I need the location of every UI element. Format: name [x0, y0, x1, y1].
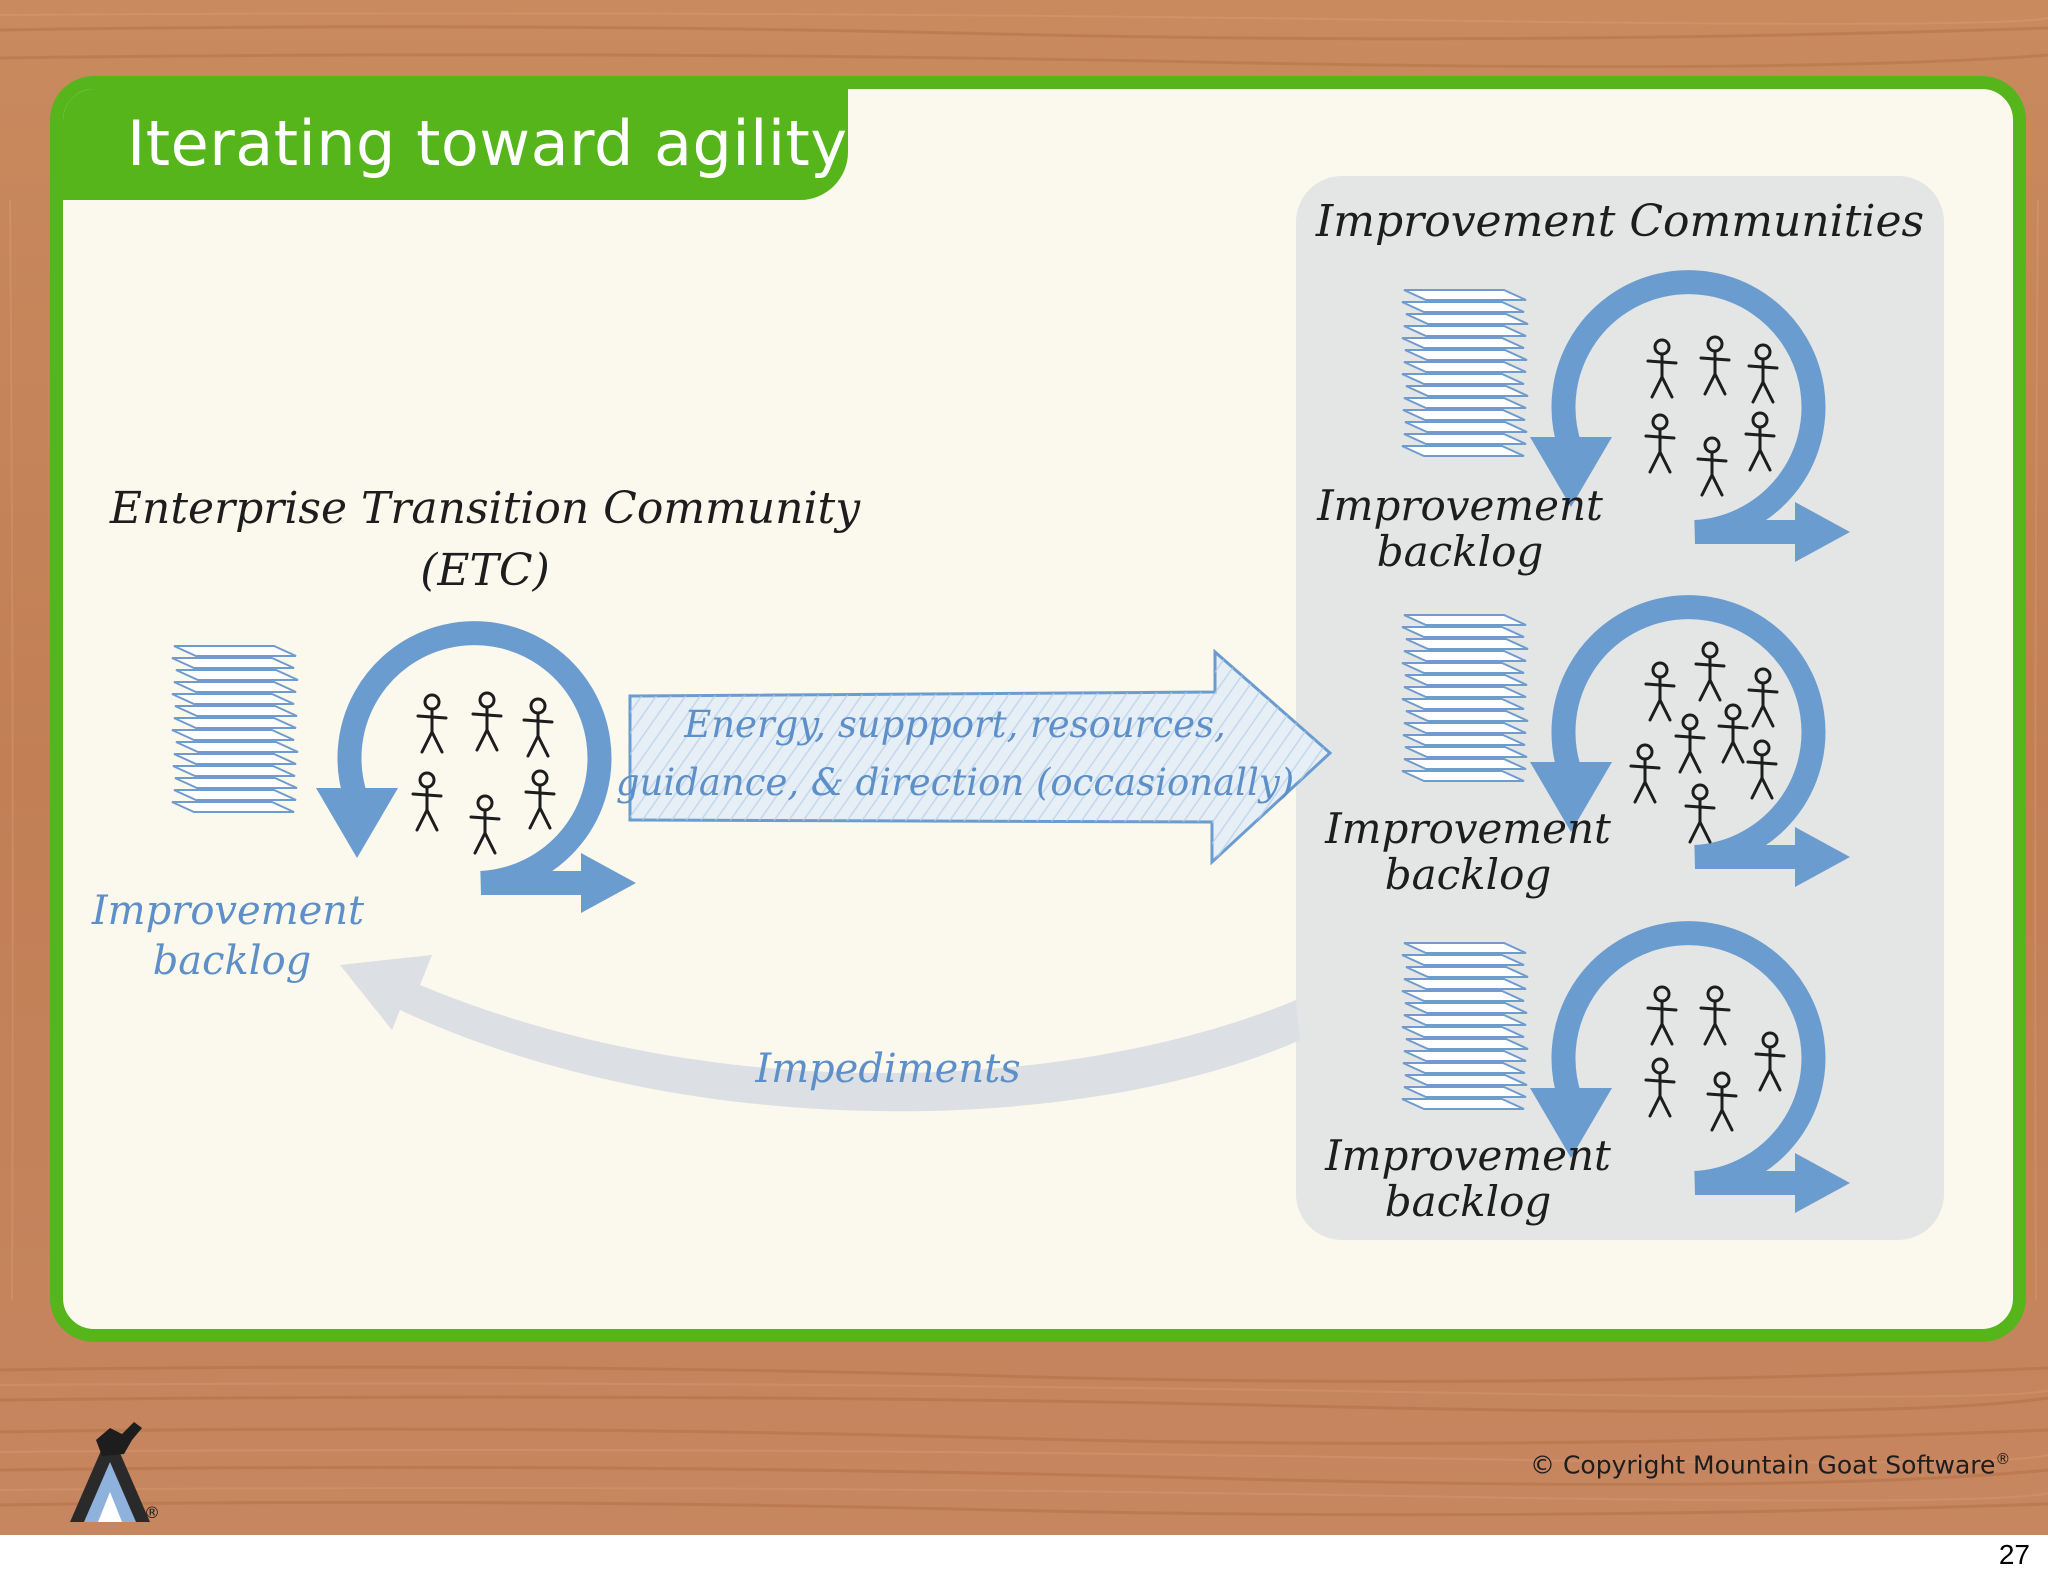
etc-backlog-stack-icon [171, 645, 299, 813]
etc-backlog-label-line2: backlog [153, 938, 312, 984]
copyright-registered-mark: ® [1995, 1450, 2011, 1468]
community-1-backlog-line2: backlog [1377, 527, 1544, 576]
copyright-text: © Copyright Mountain Goat Software [1530, 1450, 1996, 1480]
mountain-goat-logo-icon: ® [70, 1422, 160, 1522]
etc-team-figures-icon [411, 691, 556, 855]
title-banner: Iterating toward agility [63, 89, 848, 200]
etc-loop-arrow [316, 633, 636, 913]
communities-panel [1296, 176, 1944, 1240]
logo-registered-mark: ® [144, 1503, 160, 1522]
page-number: 27 [1998, 1539, 2030, 1570]
support-arrow [628, 648, 1333, 866]
slide-title: Iterating toward agility [127, 107, 848, 180]
community-3-backlog-line2: backlog [1385, 1177, 1552, 1226]
community-1-backlog-line1: Improvement [1316, 481, 1603, 530]
support-arrow-text-line1: Energy, suppport, resources, [683, 703, 1226, 746]
etc-title-line1: Enterprise Transition Community [109, 483, 861, 534]
etc-backlog-label-line1: Improvement [91, 888, 365, 934]
impediments-arrow [340, 955, 1300, 1112]
support-arrow-text-line2: guidance, & direction (occasionally) [616, 761, 1294, 804]
community-3-backlog-line1: Improvement [1324, 1131, 1611, 1180]
impediments-label: Impediments [754, 1046, 1020, 1092]
copyright-notice: © Copyright Mountain Goat Software® [1530, 1450, 2010, 1479]
communities-title: Improvement Communities [1315, 196, 1924, 247]
etc-title-line2: (ETC) [420, 545, 549, 596]
community-2-backlog-line1: Improvement [1324, 804, 1611, 853]
community-2-backlog-line2: backlog [1385, 850, 1552, 899]
